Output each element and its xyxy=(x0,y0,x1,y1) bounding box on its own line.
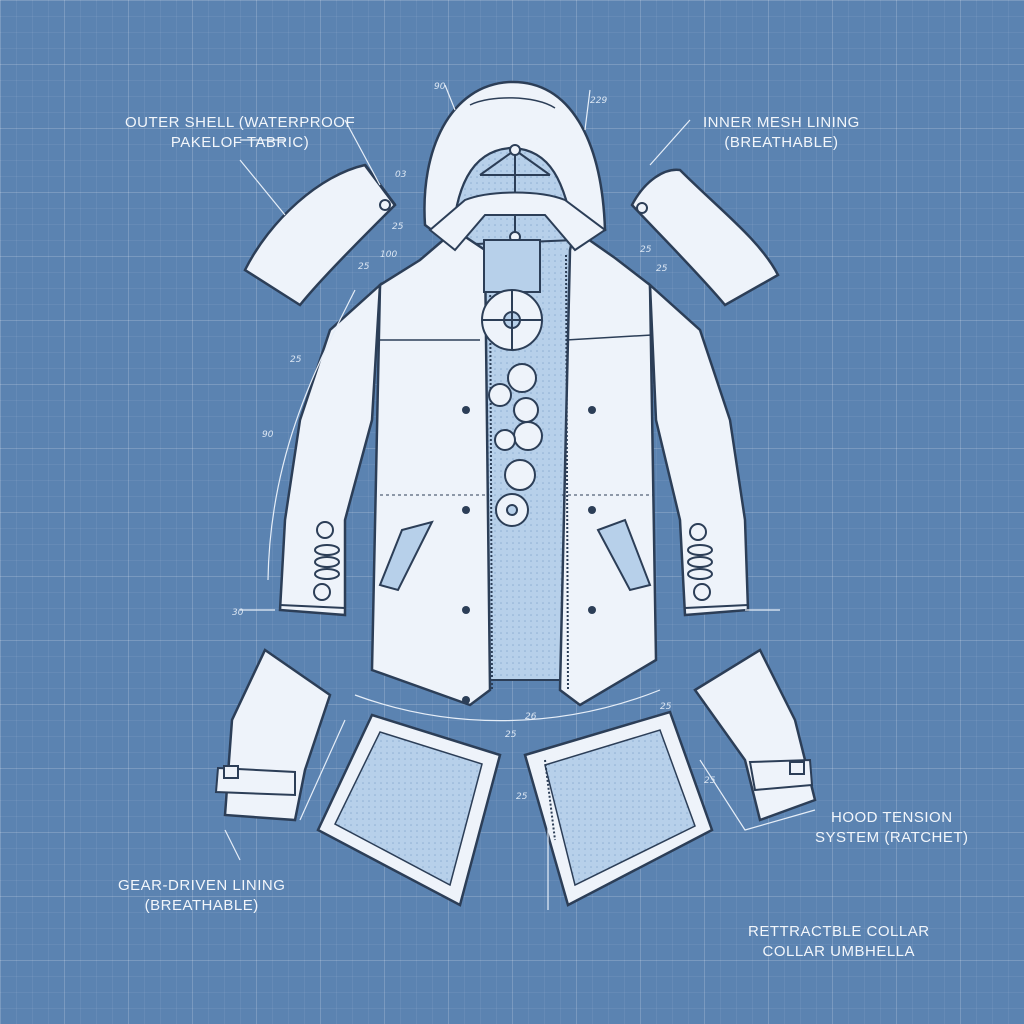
outer-shell-label-line-2: PAKELOF TABRIC) xyxy=(170,134,310,151)
hem-zipper xyxy=(544,759,556,841)
dimension-mark: 25 xyxy=(516,792,528,802)
gear-lining-label-line-2: (BREATHABLE) xyxy=(144,897,259,914)
dimension-mark: 25 xyxy=(358,262,370,272)
outer-shell-label: OUTER SHELL (WATERPROOF PAKELOF TABRIC) xyxy=(125,113,355,153)
inner-mesh-label-line-2: (BREATHABLE) xyxy=(724,134,839,151)
hood-tension-label-line-2: SYSTEM (RATCHET) xyxy=(815,829,969,846)
callout-lines xyxy=(224,84,816,910)
collar xyxy=(428,191,607,252)
gear-mechanism xyxy=(481,239,543,527)
right-pocket xyxy=(596,518,652,592)
dimension-mark: 90 xyxy=(434,82,446,92)
gear-lining-label-line-1: GEAR-DRIVEN LINING xyxy=(118,877,286,894)
dimension-mark: 26 xyxy=(525,712,537,722)
left-sleeve xyxy=(278,282,382,617)
dimension-mark: 90 xyxy=(262,430,274,440)
collar-label-line-1: RETTRACTBLE COLLAR xyxy=(748,923,930,940)
right-cuff-springs xyxy=(687,523,713,601)
dimension-mark: 25 xyxy=(704,776,716,786)
upper-left-sleeve-part xyxy=(243,163,397,307)
lower-right-sleeve-part xyxy=(693,648,817,822)
front-snaps xyxy=(462,406,596,704)
right-sleeve xyxy=(648,282,750,617)
inner-mesh-label: INNER MESH LINING (BREATHABLE) xyxy=(703,113,860,153)
dimension-mark: 30 xyxy=(232,608,244,618)
dimension-mark: 229 xyxy=(590,96,608,106)
dimension-mark: 25 xyxy=(505,730,517,740)
dimension-mark: 03 xyxy=(395,170,407,180)
upper-right-sleeve-part xyxy=(630,168,780,307)
hood-tension-label-line-1: HOOD TENSION xyxy=(830,809,953,826)
dimension-mark: 25 xyxy=(656,264,668,274)
dimension-mark: 25 xyxy=(392,222,404,232)
gear-lining-label: GEAR-DRIVEN LINING (BREATHABLE) xyxy=(118,876,285,916)
inner-mesh-label-line-1: INNER MESH LINING xyxy=(703,114,860,131)
dimension-mark: 25 xyxy=(640,245,652,255)
collar-label: RETTRACTBLE COLLAR COLLAR UMBHELLA xyxy=(748,922,930,962)
dimension-mark: 25 xyxy=(660,702,672,712)
jacket-left-panel xyxy=(370,228,492,707)
collar-label-line-2: COLLAR UMBHELLA xyxy=(762,943,916,960)
left-cuff-springs xyxy=(313,521,340,601)
dimension-mark: 25 xyxy=(290,355,302,365)
hood-ratchet-mechanism xyxy=(479,144,551,243)
jacket-right-panel xyxy=(558,227,658,707)
hood-tension-label: HOOD TENSION SYSTEM (RATCHET) xyxy=(815,808,969,848)
left-pocket xyxy=(378,520,434,592)
outer-shell-label-line-1: OUTER SHELL (WATERPROOF xyxy=(125,114,356,131)
dimension-mark: 100 xyxy=(380,250,398,260)
